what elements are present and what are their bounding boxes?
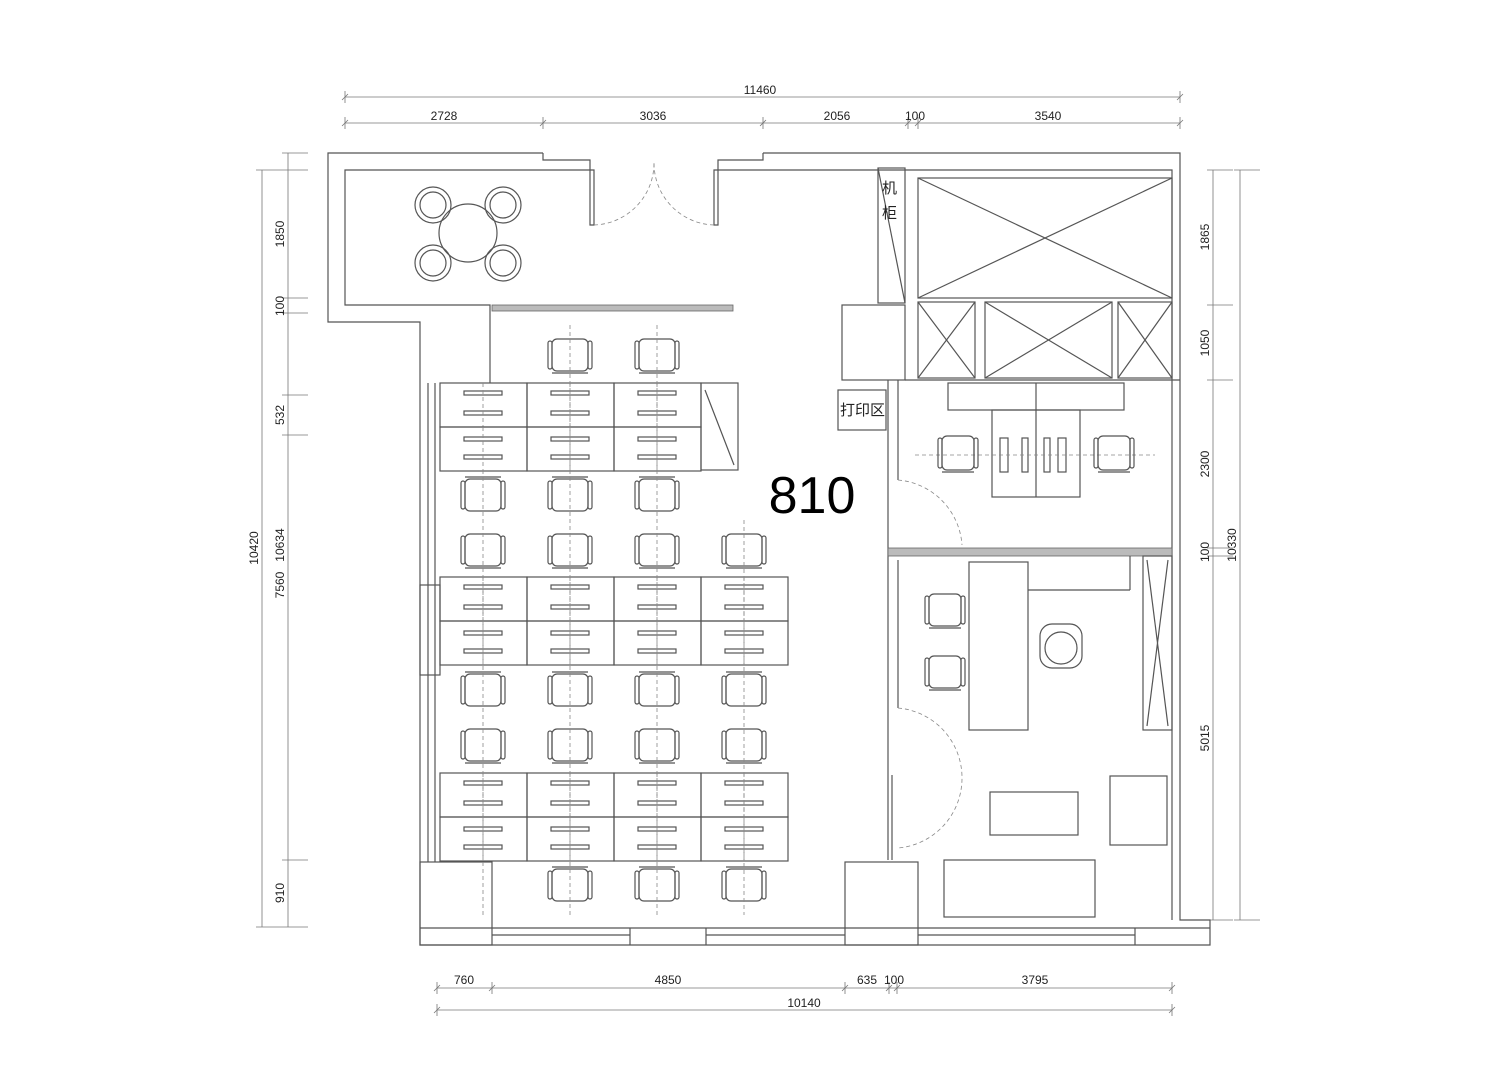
- desk: [526, 620, 615, 666]
- desk: [700, 576, 789, 622]
- desk: [700, 772, 789, 818]
- dim-bottom-5: 3795: [1022, 973, 1049, 987]
- round-chair: [414, 186, 452, 224]
- dim-left-2: 100: [273, 296, 287, 316]
- dim-top-2: 3036: [640, 109, 667, 123]
- dim-right-1: 1865: [1198, 223, 1212, 250]
- desk: [526, 382, 615, 428]
- desk: [439, 620, 528, 666]
- dim-bottom-3: 635: [857, 973, 877, 987]
- dim-left-1: 1850: [273, 220, 287, 247]
- dim-right-3: 2300: [1198, 450, 1212, 477]
- dim-left-4: 7560: [273, 571, 287, 598]
- chair: [547, 476, 593, 512]
- dim-top-1: 2728: [431, 109, 458, 123]
- round-chair: [484, 244, 522, 282]
- desk: [439, 816, 528, 862]
- print-area-label: 打印区: [840, 401, 885, 419]
- desk: [439, 426, 528, 472]
- desk: [613, 426, 702, 472]
- workstation-desks: [439, 382, 789, 862]
- chair: [924, 593, 966, 629]
- cabinet-label-2: 柜: [882, 204, 897, 222]
- desk: [439, 382, 528, 428]
- desk: [613, 576, 702, 622]
- meeting-room-furniture: [915, 382, 1155, 498]
- dim-right-2: 1050: [1198, 329, 1212, 356]
- chair: [924, 655, 966, 691]
- desk: [526, 772, 615, 818]
- dim-bottom-4: 100: [884, 973, 904, 987]
- doors[interactable]: [593, 162, 963, 849]
- executive-chair: [1039, 623, 1083, 669]
- cabinet-label-1: 机: [882, 179, 897, 197]
- desk: [613, 772, 702, 818]
- chair: [460, 533, 506, 569]
- desk: [439, 772, 528, 818]
- round-table-set: [414, 186, 522, 282]
- chair: [937, 435, 979, 473]
- hatched-wall-top: [491, 304, 734, 312]
- desk: [613, 816, 702, 862]
- dim-left-mid: 10634: [273, 528, 287, 562]
- desk: [526, 816, 615, 862]
- chair: [547, 728, 593, 764]
- cabinets: [700, 167, 1173, 731]
- desk: [613, 382, 702, 428]
- dim-left-3: 532: [273, 405, 287, 425]
- desk: [700, 816, 789, 862]
- dim-top-4: 100: [905, 109, 925, 123]
- dim-left-total: 10420: [247, 531, 261, 565]
- dim-bottom-1: 760: [454, 973, 474, 987]
- chair: [1093, 435, 1135, 473]
- desk: [439, 576, 528, 622]
- room-number: 810: [769, 467, 856, 525]
- dim-top-3: 2056: [824, 109, 851, 123]
- dimension-lines: [256, 91, 1260, 1016]
- dim-right-5: 5015: [1198, 724, 1212, 751]
- hatched-partition: [887, 547, 1173, 557]
- dim-bottom-total: 10140: [787, 996, 821, 1010]
- round-chair: [414, 244, 452, 282]
- dim-bottom-2: 4850: [655, 973, 682, 987]
- dim-right-total: 10330: [1225, 528, 1239, 562]
- desk: [700, 620, 789, 666]
- dim-left-5: 910: [273, 883, 287, 903]
- walls: [327, 152, 1211, 946]
- desk: [613, 620, 702, 666]
- desk: [526, 426, 615, 472]
- dim-top-total: 11460: [744, 83, 777, 97]
- office-chairs: [460, 325, 1135, 915]
- dim-top-5: 3540: [1035, 109, 1062, 123]
- round-chair: [484, 186, 522, 224]
- dim-right-4: 100: [1198, 542, 1212, 562]
- desk: [526, 576, 615, 622]
- office-furniture: [943, 556, 1168, 918]
